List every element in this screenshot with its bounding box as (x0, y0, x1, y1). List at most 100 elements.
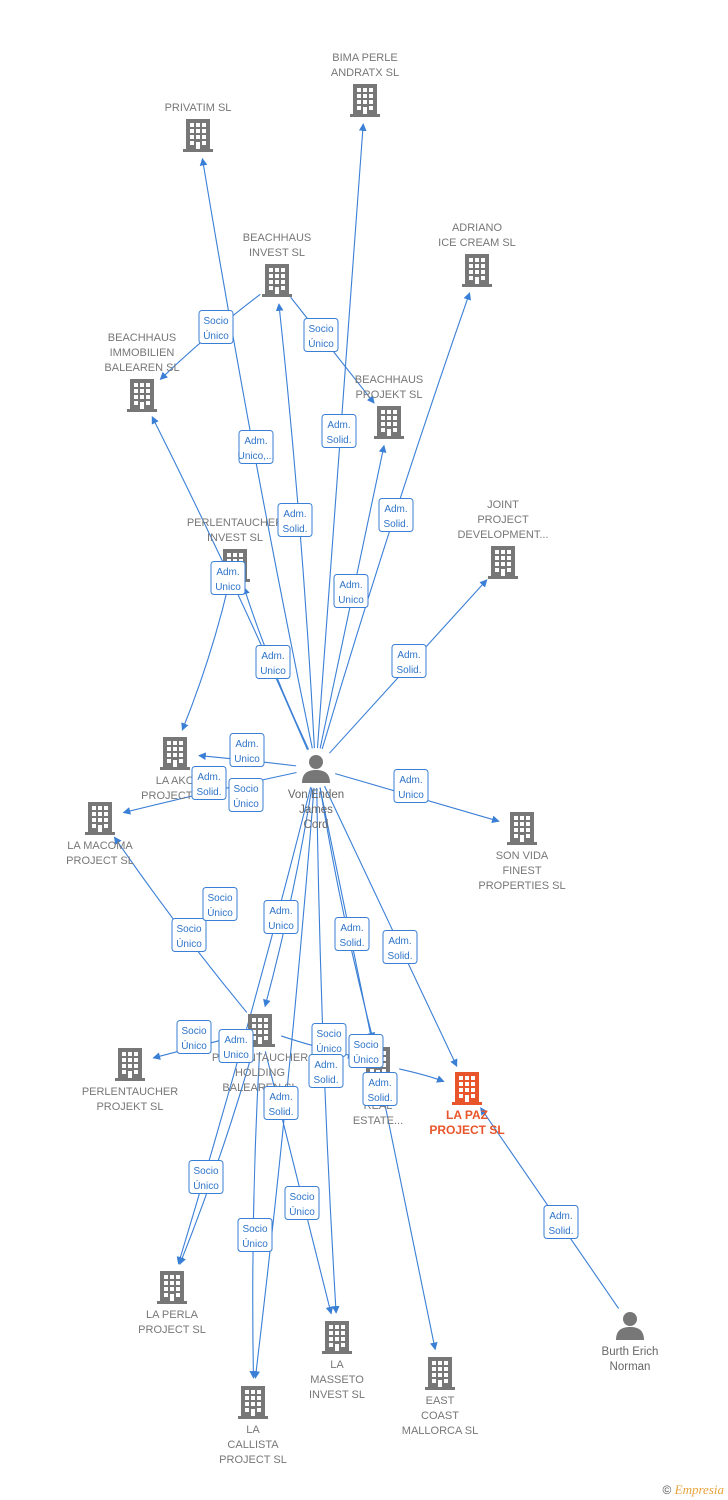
badge-text: Socio (308, 324, 333, 335)
edge-badge-vonenden-masseto[interactable]: Adm.Solid. (263, 1086, 299, 1120)
building-icon (127, 379, 157, 412)
badge-text: Adm. (283, 509, 306, 520)
node-label: Von Enden (288, 789, 344, 801)
badge-text: Solid. (396, 665, 421, 676)
node-label: HOLDING (235, 1067, 285, 1079)
edge-badge-vonenden-perlholding[interactable]: Adm.Unico (263, 900, 299, 934)
badge-text: Único (353, 1053, 379, 1066)
node-label: ESTATE... (353, 1115, 403, 1127)
edge-badge-vonenden-bima[interactable]: Adm.Solid. (321, 414, 357, 448)
badge-text: Adm. (339, 580, 362, 591)
edge-badge-vonenden-laperla[interactable]: Adm.Unico (218, 1029, 254, 1063)
badge-text: Único (316, 1042, 342, 1055)
badge-text: Unico,... (238, 451, 275, 462)
badge-text: Solid. (387, 951, 412, 962)
node-label: LA PERLA (146, 1309, 199, 1321)
node-label: ICE CREAM SL (438, 237, 516, 249)
badge-box (176, 1020, 212, 1054)
badge-text: Socio (207, 893, 232, 904)
badge-text: Único (203, 329, 229, 342)
badge-box (263, 1086, 299, 1120)
node-joint[interactable]: JOINTPROJECTDEVELOPMENT... (457, 499, 549, 579)
edge-badge-vonenden-lapaz[interactable]: Adm.Solid. (382, 930, 418, 964)
edge-badge-vonenden-eastcoast[interactable]: Adm.Solid. (362, 1072, 398, 1106)
node-label: PROJECT SL (138, 1324, 206, 1336)
node-label: LA MACOMA (67, 840, 133, 852)
edge-badge-vonenden-adriano[interactable]: Adm.Solid. (378, 498, 414, 532)
edge-vonenden-laperla (176, 787, 312, 1265)
edge-perlinvest-lako (181, 585, 229, 731)
node-label: LA (246, 1424, 260, 1436)
edge-badge-burth-lapaz[interactable]: Adm.Solid. (543, 1205, 579, 1239)
edge-badge-vonenden-macoma[interactable]: Adm.Solid. (191, 766, 227, 800)
node-privatim[interactable]: PRIVATIM SL (165, 102, 232, 152)
badges-layer: Adm.Unico,...Adm.Solid.Adm.Solid.Adm.Sol… (171, 310, 579, 1252)
badge-text: Adm. (269, 1092, 292, 1103)
brand-logo-text: Empresia (674, 1482, 724, 1497)
copyright-symbol: © (662, 1483, 672, 1497)
badge-box (191, 766, 227, 800)
edge-badge-perlholding-lareal-b[interactable]: Adm.Solid. (308, 1054, 344, 1088)
building-icon (452, 1072, 482, 1105)
node-laperla[interactable]: LA PERLA PROJECT SL (138, 1271, 206, 1336)
edge-badge-vonenden-beachprojekt[interactable]: Adm. Unico (333, 574, 369, 608)
badge-text: Unico (338, 595, 364, 606)
node-label: FINEST (502, 865, 541, 877)
edge-badge-vonenden-sonvida[interactable]: Adm.Unico (393, 769, 429, 803)
badge-text: Solid. (339, 938, 364, 949)
edge-vonenden-perlholding (263, 787, 313, 1008)
badge-text: Adm. (224, 1035, 247, 1046)
badge-text: Único (233, 797, 259, 810)
node-label: BALEAREN SL (104, 362, 179, 374)
node-label: LA PAZ (446, 1108, 488, 1122)
edge-badge-vonenden-lako[interactable]: Adm.Unico (229, 733, 265, 767)
building-icon (183, 119, 213, 152)
badge-box (277, 503, 313, 537)
badge-box (171, 918, 207, 952)
badge-text: Solid. (367, 1093, 392, 1104)
badge-text: Único (289, 1205, 315, 1218)
edge-badge-vonenden-beachinvest[interactable]: Adm.Solid. (277, 503, 313, 537)
badge-text: Único (193, 1179, 219, 1192)
badge-box (378, 498, 414, 532)
badge-text: Socio (353, 1040, 378, 1051)
badge-box (543, 1205, 579, 1239)
node-label: MALLORCA SL (402, 1425, 478, 1437)
badge-box (284, 1186, 320, 1220)
badge-text: Socio (289, 1192, 314, 1203)
edge-badge-vonenden-joint[interactable]: Adm. Solid. (391, 644, 427, 678)
edge-badge-vonenden-lareal[interactable]: Adm.Solid. (334, 917, 370, 951)
badge-box (238, 430, 274, 464)
badge-text: Adm. (397, 650, 420, 661)
badge-box (321, 414, 357, 448)
edge-badge-vonenden-perlinvest[interactable]: Adm.Unico (255, 645, 291, 679)
edge-badge-vonenden-privatim[interactable]: Adm.Unico,... (238, 430, 275, 464)
edge-badge-vonenden-beachimmo[interactable]: Adm.Unico (210, 561, 246, 595)
